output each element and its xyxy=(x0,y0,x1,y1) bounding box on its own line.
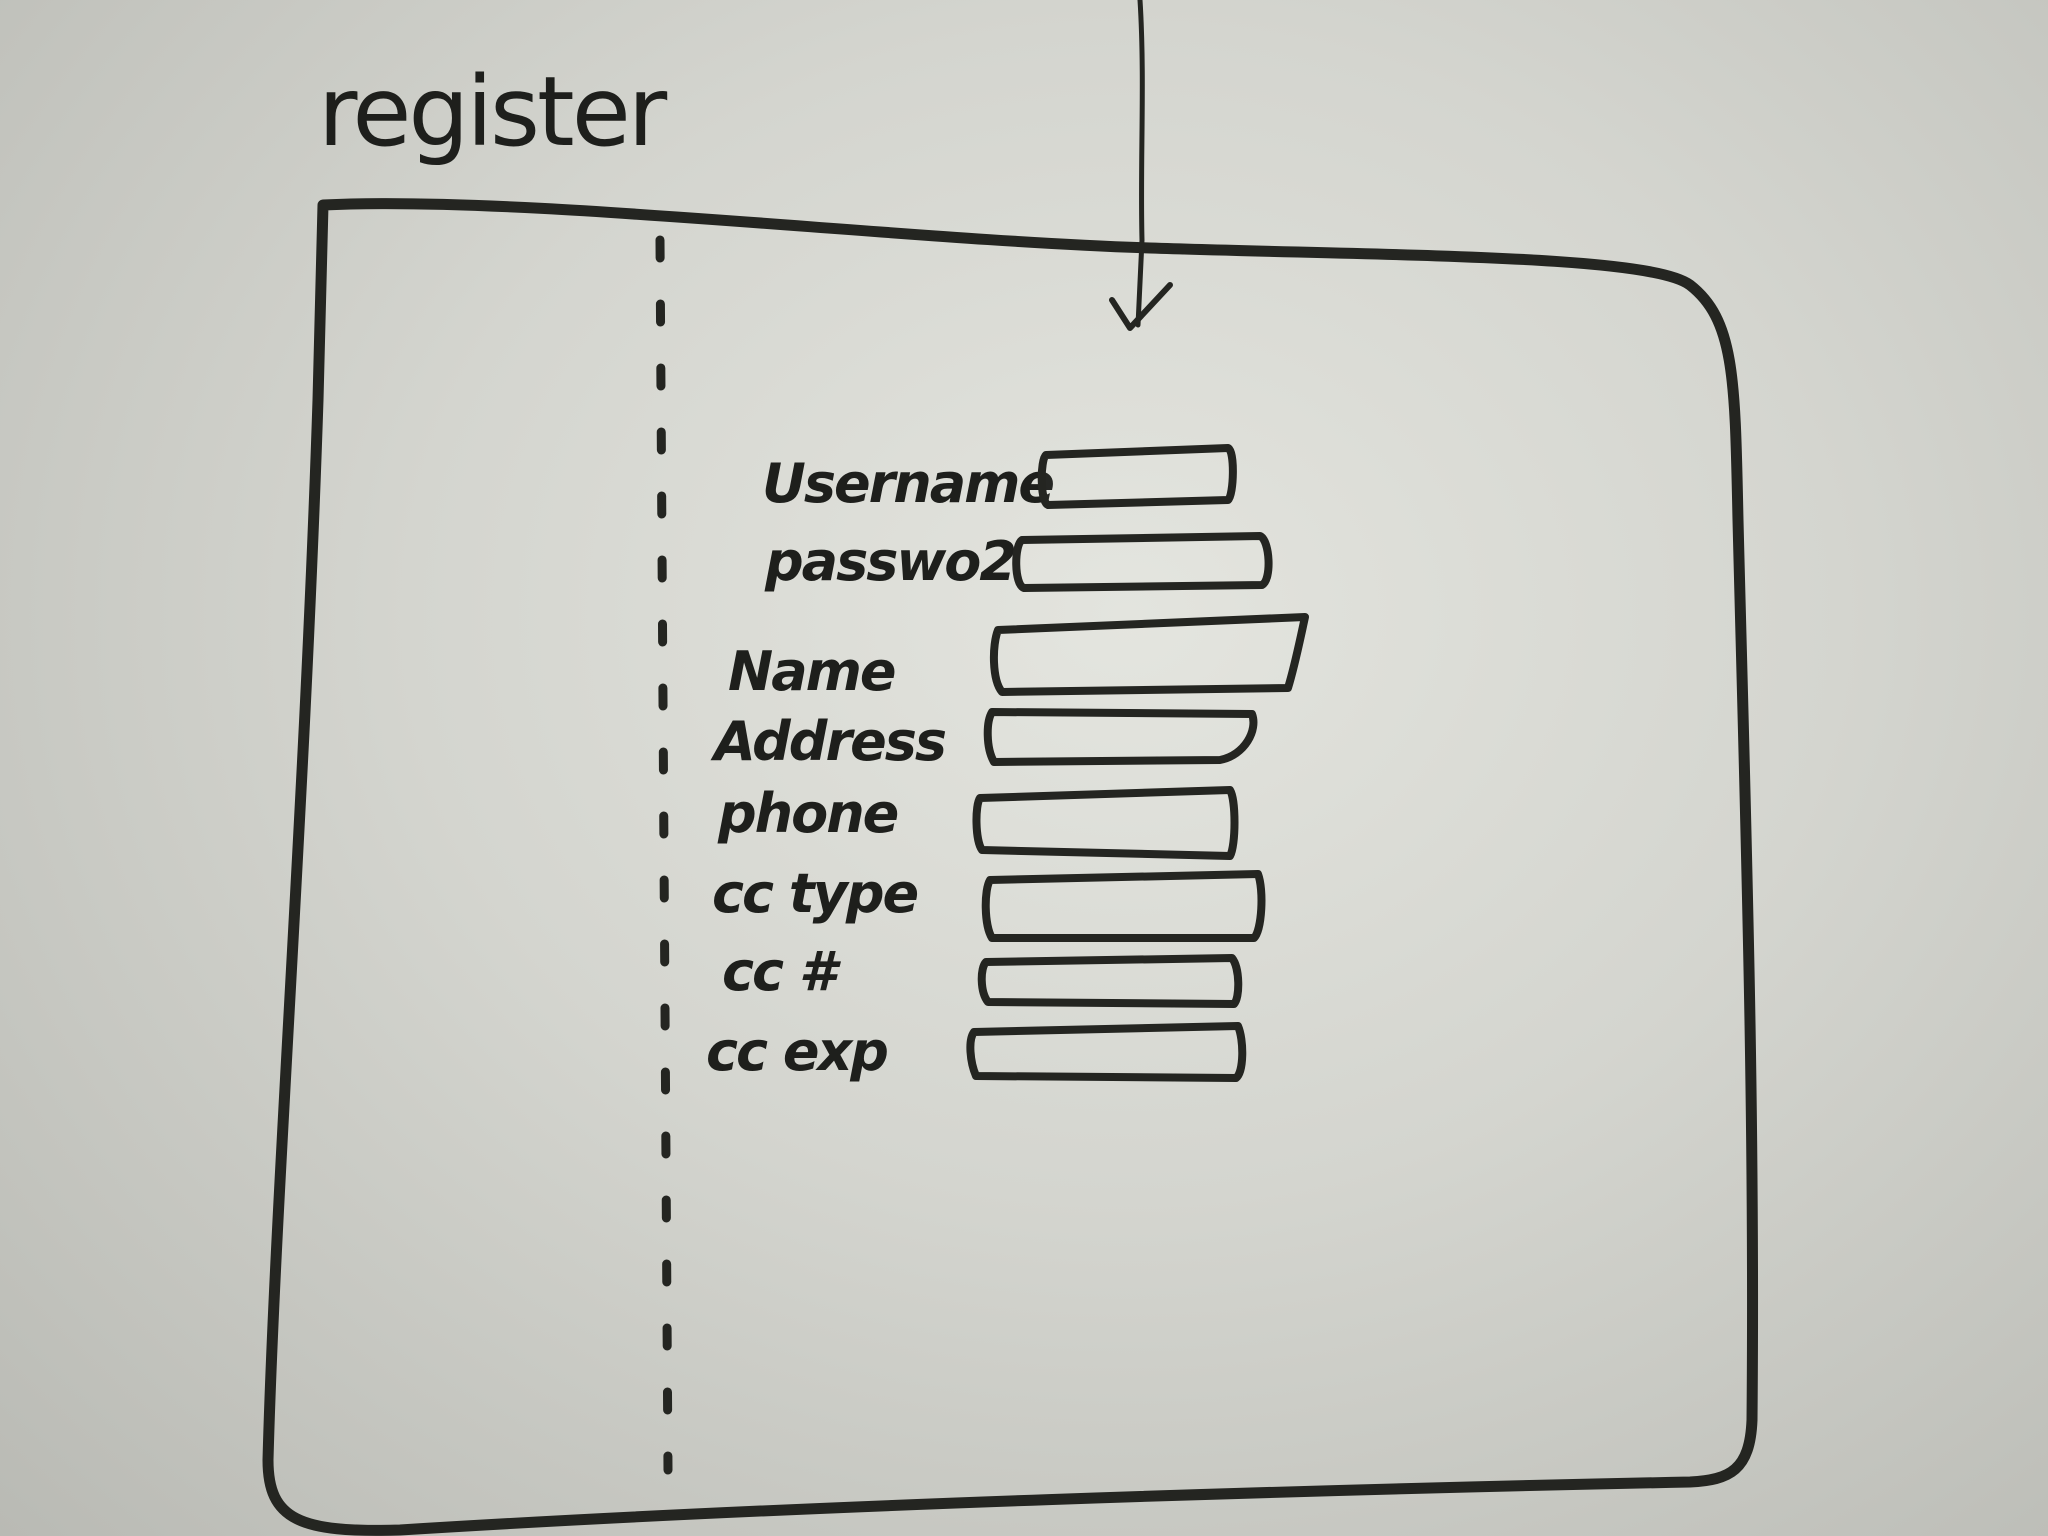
arrow-head-icon xyxy=(1109,282,1173,331)
navigation-arrow xyxy=(1135,0,1145,328)
cc-type-label: cc type xyxy=(712,862,917,925)
cc-exp-label: cc exp xyxy=(706,1020,887,1083)
username-input[interactable] xyxy=(1037,444,1237,509)
sidebar-divider xyxy=(655,235,673,1475)
cc-exp-input[interactable] xyxy=(966,1022,1247,1082)
window-frame xyxy=(262,198,1759,1536)
username-label: Username xyxy=(762,452,1053,515)
phone-input[interactable] xyxy=(972,786,1239,860)
page-title: register xyxy=(318,56,668,168)
password-label: passwo2 xyxy=(764,530,1015,593)
address-label: Address xyxy=(710,710,946,773)
password-input[interactable] xyxy=(1012,532,1273,592)
name-label: Name xyxy=(728,640,895,703)
cc-number-input[interactable] xyxy=(977,954,1243,1008)
address-input[interactable] xyxy=(983,708,1258,766)
cc-type-input[interactable] xyxy=(981,870,1266,942)
phone-label: phone xyxy=(717,782,898,845)
name-input[interactable] xyxy=(989,613,1309,696)
cc-number-label: cc # xyxy=(722,940,842,1003)
